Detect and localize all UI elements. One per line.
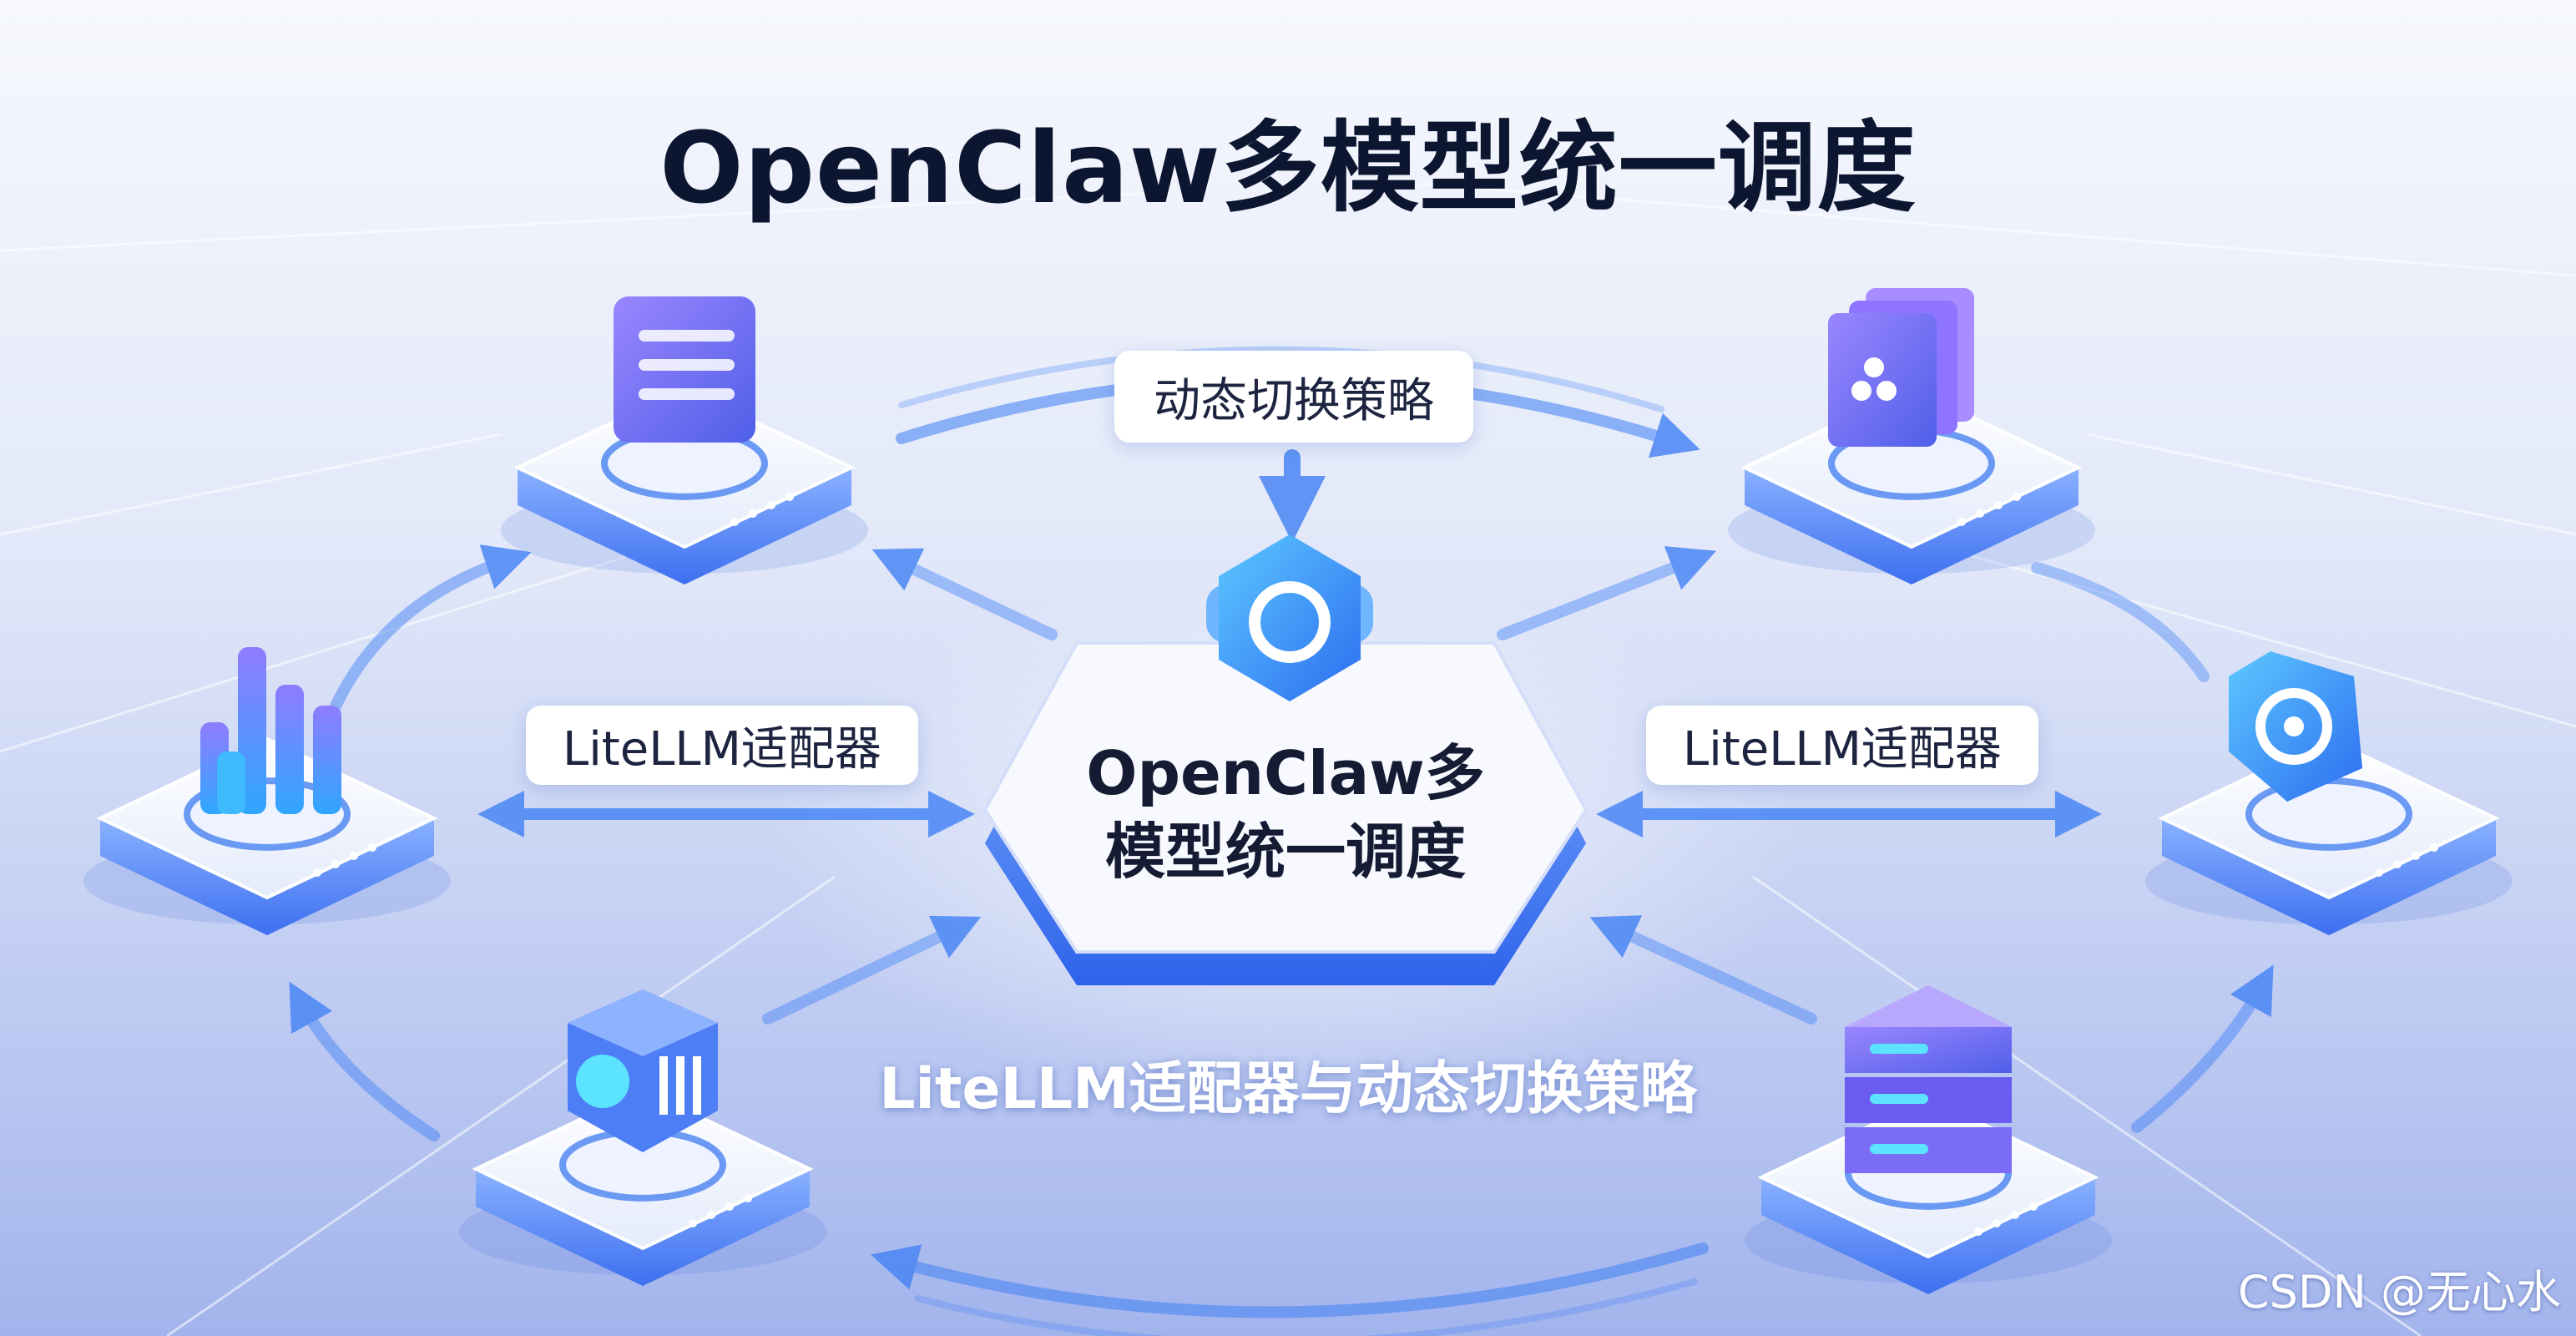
left-upper-arrow <box>328 544 532 716</box>
bottomright-to-center-arrow <box>1589 915 1817 1025</box>
gear-node-platform <box>2145 736 2513 935</box>
diagram-subtitle: LiteLLM适配器与动态切换策略 <box>879 1056 1697 1122</box>
platform-led <box>2013 493 2021 501</box>
left-adapter-label: LiteLLM适配器 <box>526 706 918 785</box>
document-icon <box>614 296 755 443</box>
hub-badge-icon <box>1206 534 1373 701</box>
platform-led <box>725 1202 734 1211</box>
platform-led <box>2412 852 2420 860</box>
center-line-2: 模型统一调度 <box>1104 816 1466 887</box>
document-node-platform <box>501 386 868 584</box>
platform-led <box>1994 501 2003 509</box>
cube-node-platform <box>459 1087 826 1286</box>
platform-led <box>2011 1211 2019 1219</box>
stacked-cards-icon <box>1828 288 1974 447</box>
gear-icon <box>2229 651 2362 802</box>
left-lower-arrow <box>289 981 440 1141</box>
platform-led <box>368 843 376 852</box>
platform-led <box>313 868 321 877</box>
platform-led <box>1957 518 1966 526</box>
center-to-topleft-arrow <box>871 548 1058 640</box>
center-line-1: OpenClaw多 <box>1086 738 1485 808</box>
right-lower-arrow <box>2131 964 2274 1133</box>
bar-chart-node-platform <box>83 736 451 935</box>
arc-top-arrow-2 <box>898 346 1664 412</box>
bottomleft-to-center-arrow <box>762 915 982 1025</box>
right-adapter-label: LiteLLM适配器 <box>1646 706 2038 785</box>
platform-led <box>331 860 340 868</box>
page-title: OpenClaw多模型统一调度 <box>659 110 1917 225</box>
right-upper-arrow <box>2031 562 2210 682</box>
platform-led <box>2029 1202 2038 1211</box>
center-hub-title: OpenClaw多 模型统一调度 <box>1027 735 1544 891</box>
platform-led <box>2393 860 2402 868</box>
platform-led <box>749 509 757 518</box>
platform-led <box>744 1194 752 1202</box>
cube-icon <box>568 989 718 1152</box>
platform-led <box>707 1211 715 1219</box>
hub-top <box>982 641 1589 954</box>
platform-led <box>1976 509 1984 518</box>
center-to-topright-arrow <box>1497 546 1717 640</box>
platform-led <box>2430 843 2438 852</box>
platform-led <box>2375 868 2383 877</box>
dynamic-switch-label: 动态切换策略 <box>1114 351 1473 443</box>
platform-led <box>689 1219 697 1227</box>
platform-led <box>350 852 358 860</box>
stack-node-platform <box>1728 386 2095 584</box>
center-hub <box>982 641 1589 985</box>
arc-bottom-arrow <box>871 1242 1709 1318</box>
watermark: CSDN @无心水 <box>2237 1266 2561 1318</box>
platform-led <box>785 493 794 501</box>
arc-bottom-arrow-2 <box>915 1278 1698 1336</box>
platform-led <box>730 518 739 526</box>
platform-led <box>767 501 775 509</box>
platform-led <box>1993 1219 2001 1227</box>
platform-led <box>1974 1227 1983 1236</box>
bar-chart-icon <box>200 647 341 814</box>
server-icon <box>1845 985 2012 1173</box>
